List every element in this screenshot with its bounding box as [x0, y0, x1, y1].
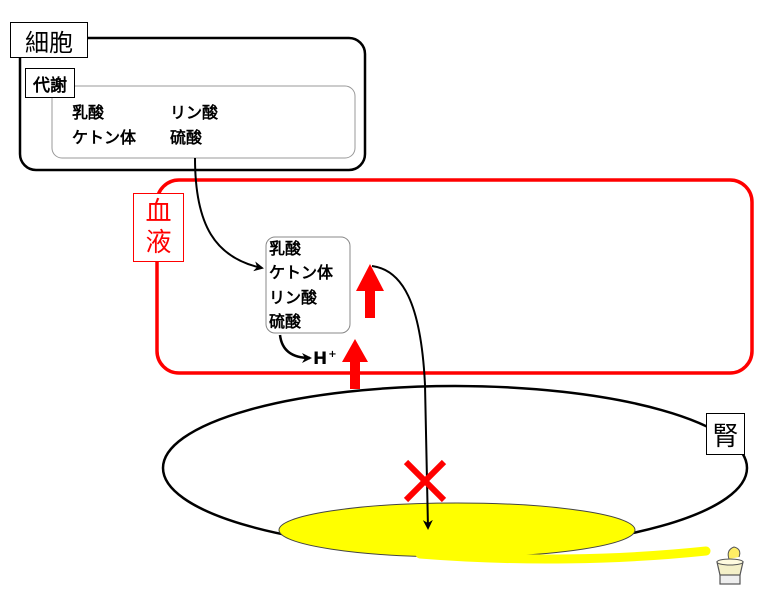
blood-label-char-2: 液	[145, 227, 172, 258]
metabolism-products-box	[51, 85, 356, 159]
blood-label: 血 液	[133, 193, 184, 262]
blood-label-char-1: 血	[145, 196, 172, 227]
cell-acid-sulfuric: 硫酸	[170, 128, 203, 147]
cell-to-blood-arrow	[194, 157, 264, 272]
blood-acid-ketone: ケトン体	[269, 263, 334, 282]
hydrogen-ion-base: H	[313, 349, 328, 369]
blood-to-urine-arrow	[371, 265, 433, 530]
blood-acid-phosphoric: リン酸	[269, 288, 318, 307]
blood-container	[155, 178, 754, 375]
cell-acid-phosphoric: リン酸	[170, 103, 219, 122]
acids-to-hion-arrow	[278, 334, 312, 363]
toilet-icon	[716, 546, 744, 585]
cell-acid-lactic: 乳酸	[72, 103, 105, 122]
hydrogen-ion-label: H+	[313, 349, 337, 369]
hion-increase-arrow	[342, 339, 368, 389]
blood-acid-sulfuric: 硫酸	[269, 312, 302, 331]
blood-acids-box	[265, 236, 351, 334]
metabolism-label: 代謝	[25, 68, 75, 98]
cell-acid-ketone: ケトン体	[72, 128, 137, 147]
excretion-blocked-mark	[403, 459, 447, 503]
acid-increase-arrow	[356, 264, 384, 318]
hydrogen-ion-charge: +	[328, 349, 337, 360]
blood-acid-lactic: 乳酸	[269, 239, 302, 258]
urine-outflow	[415, 546, 711, 564]
cell-label: 細胞	[10, 22, 88, 58]
kidney-label: 腎	[706, 413, 745, 455]
urine-pool	[278, 502, 636, 558]
